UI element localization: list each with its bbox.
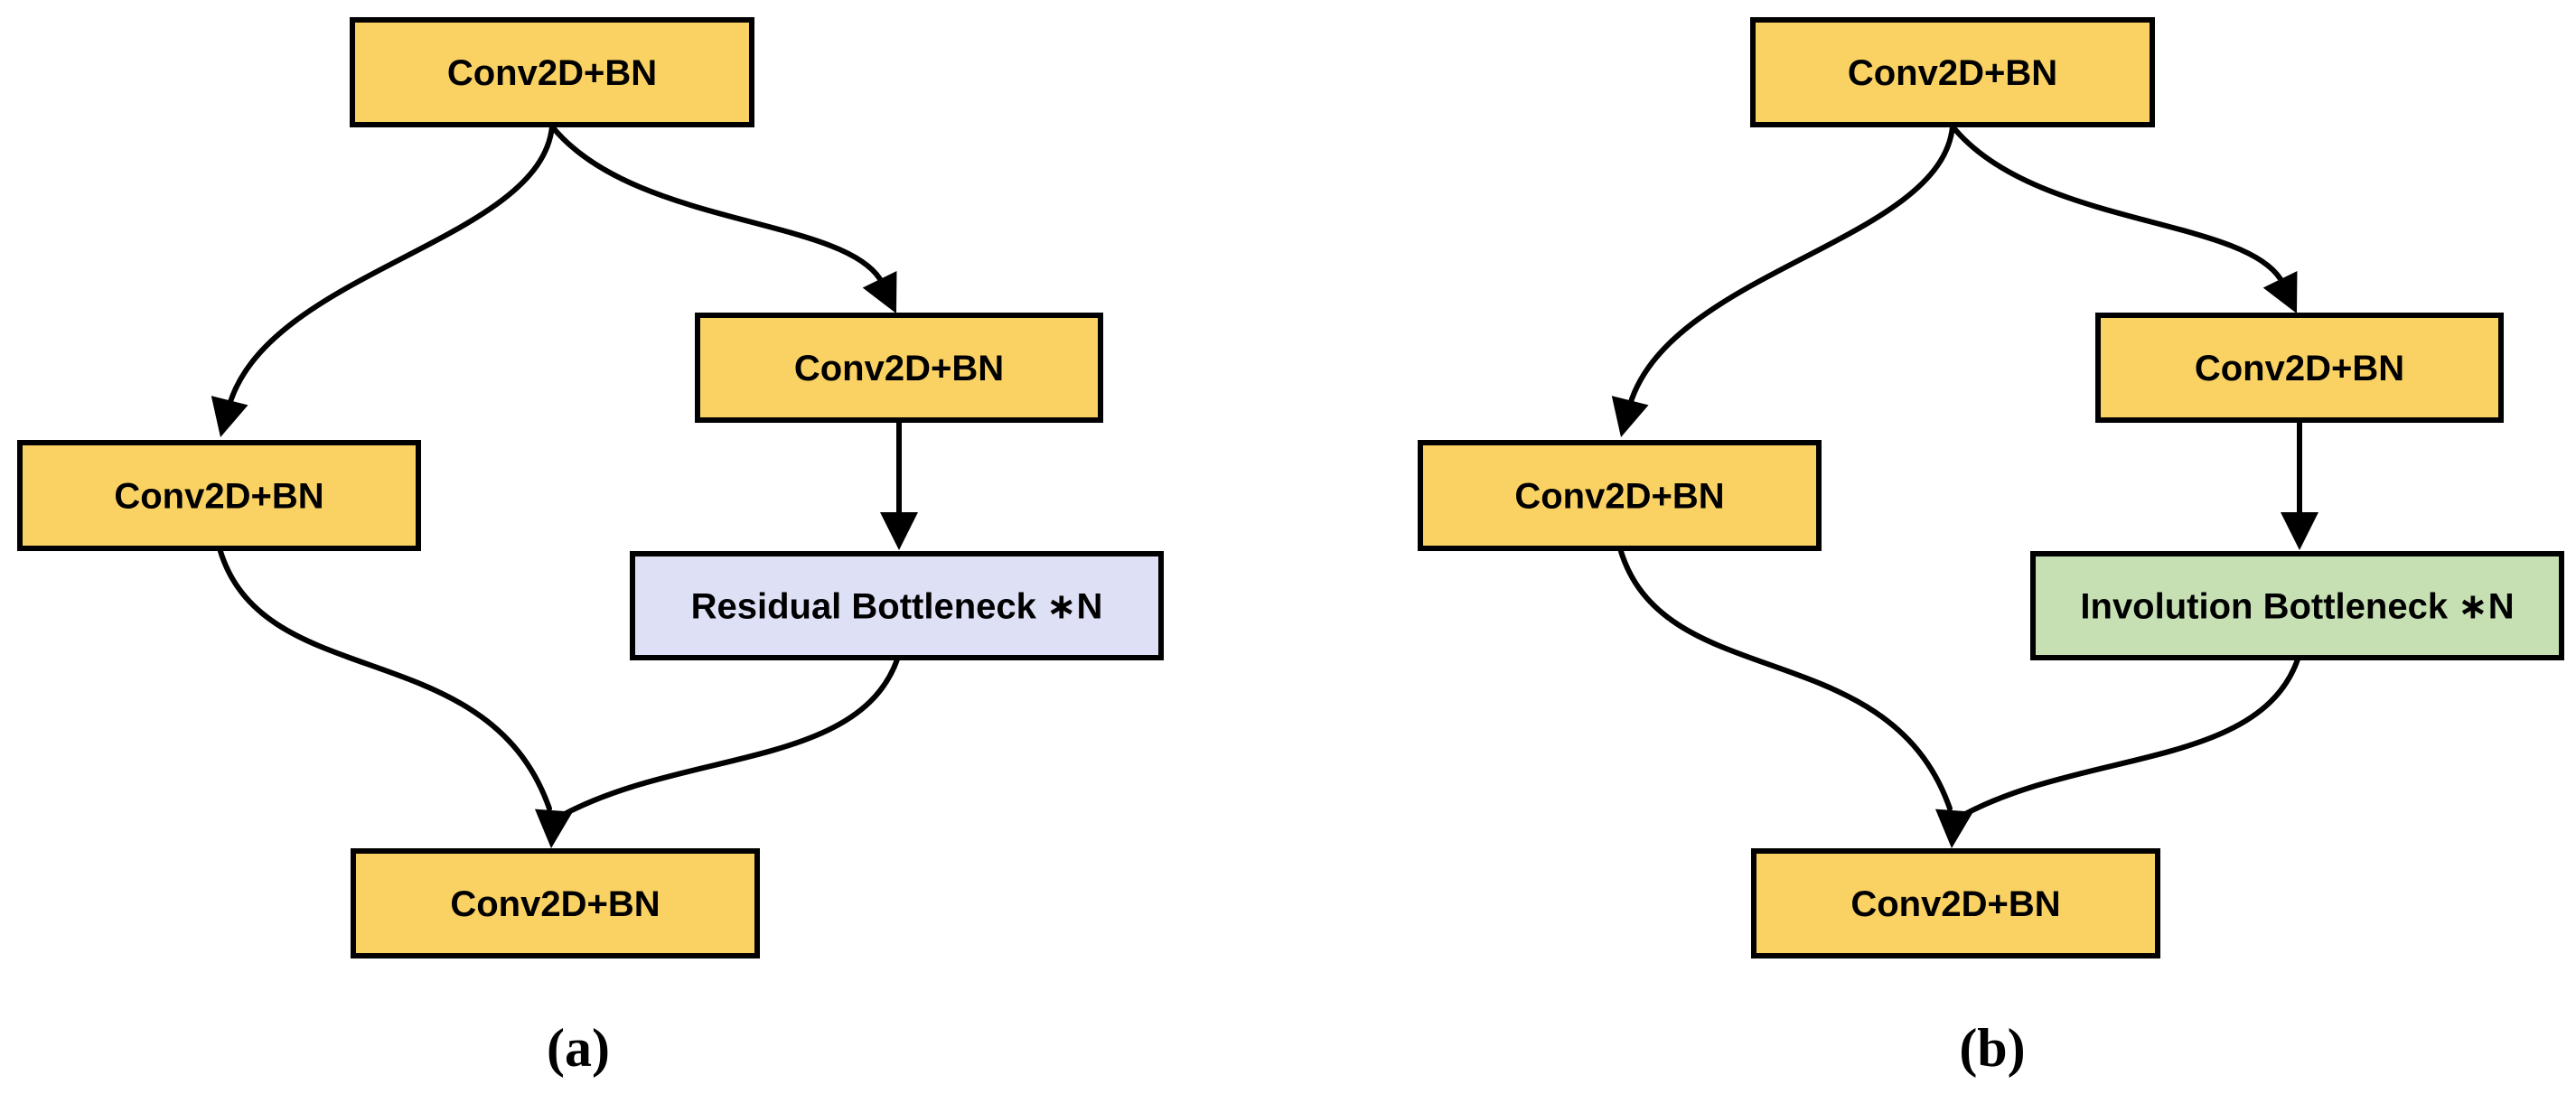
b-involution-bottleneck: Involution Bottleneck ∗N <box>2030 551 2564 660</box>
b-conv-bottom-box <box>1751 848 2160 958</box>
a-conv-bottom: Conv2D+BN <box>351 848 760 958</box>
b-conv-left: Conv2D+BN <box>1418 440 1822 551</box>
diagram-b: Conv2D+BN Conv2D+BN Conv2D+BN Involution Bo… <box>1418 17 2564 1078</box>
b-edge-top-to-right <box>1950 124 2298 313</box>
a-edge-top-to-right-arrowhead-icon <box>862 271 897 313</box>
b-conv-right-box <box>2095 313 2504 423</box>
a-edge-left-to-bottom <box>217 546 573 848</box>
a-edge-left-to-bottom-arrowhead-icon <box>534 809 573 848</box>
a-conv-left-label: Conv2D+BN <box>114 477 323 517</box>
b-edge-top-to-left <box>1611 124 1955 437</box>
b-conv-top-label: Conv2D+BN <box>1848 53 2057 93</box>
b-edge-right-to-bottleneck-arrowhead-icon <box>2281 512 2318 550</box>
a-conv-right-box <box>695 313 1103 423</box>
a-residual-bottleneck-label: Residual Bottleneck ∗N <box>691 587 1103 627</box>
a-edge-top-to-right-line <box>549 124 883 282</box>
a-conv-top: Conv2D+BN <box>350 17 754 127</box>
b-conv-bottom-label: Conv2D+BN <box>1850 884 2060 924</box>
a-conv-left: Conv2D+BN <box>17 440 421 551</box>
b-conv-top-box <box>1750 17 2155 127</box>
a-edge-bottleneck-to-bottom <box>562 657 900 817</box>
a-edge-top-to-left-line <box>225 124 555 414</box>
b-conv-bottom: Conv2D+BN <box>1751 848 2160 958</box>
a-edge-top-to-left-arrowhead-icon <box>211 396 248 437</box>
b-edge-top-to-left-line <box>1625 124 1955 414</box>
b-edge-right-to-bottleneck <box>2281 419 2318 550</box>
a-edge-bottleneck-to-bottom-line <box>562 657 900 817</box>
caption-a: (a) <box>547 1018 610 1078</box>
b-conv-left-box <box>1418 440 1822 551</box>
a-edge-top-to-right <box>549 124 897 313</box>
a-edge-right-to-bottleneck <box>880 419 918 550</box>
a-conv-left-box <box>17 440 421 551</box>
b-edge-top-to-right-line <box>1950 124 2283 282</box>
b-conv-left-label: Conv2D+BN <box>1514 477 1724 517</box>
b-edge-bottleneck-to-bottom-line <box>1962 657 2300 817</box>
b-edge-bottleneck-to-bottom <box>1962 657 2300 817</box>
b-conv-top: Conv2D+BN <box>1750 17 2155 127</box>
a-conv-right-label: Conv2D+BN <box>794 349 1004 388</box>
b-involution-bottleneck-box <box>2030 551 2564 660</box>
b-edge-left-to-bottom-arrowhead-icon <box>1934 809 1973 848</box>
a-conv-bottom-box <box>351 848 760 958</box>
a-edge-right-to-bottleneck-arrowhead-icon <box>880 512 918 550</box>
b-edge-left-to-bottom-line <box>1617 546 1953 811</box>
b-conv-right-label: Conv2D+BN <box>2195 349 2404 388</box>
a-conv-top-label: Conv2D+BN <box>447 53 657 93</box>
a-conv-bottom-label: Conv2D+BN <box>450 884 660 924</box>
caption-b: (b) <box>1959 1018 2025 1078</box>
b-involution-bottleneck-label: Involution Bottleneck ∗N <box>2080 587 2514 627</box>
b-edge-top-to-right-arrowhead-icon <box>2262 271 2298 313</box>
a-edge-top-to-left <box>211 124 555 437</box>
a-residual-bottleneck-box <box>630 551 1164 660</box>
a-edge-left-to-bottom-line <box>217 546 552 811</box>
diagram-a: Conv2D+BN Conv2D+BN Conv2D+BN Residual Bott… <box>17 17 1164 1078</box>
b-edge-left-to-bottom <box>1617 546 1973 848</box>
a-residual-bottleneck: Residual Bottleneck ∗N <box>630 551 1164 660</box>
a-conv-right: Conv2D+BN <box>695 313 1103 423</box>
b-edge-top-to-left-arrowhead-icon <box>1611 396 1649 437</box>
a-conv-top-box <box>350 17 754 127</box>
b-conv-right: Conv2D+BN <box>2095 313 2504 423</box>
